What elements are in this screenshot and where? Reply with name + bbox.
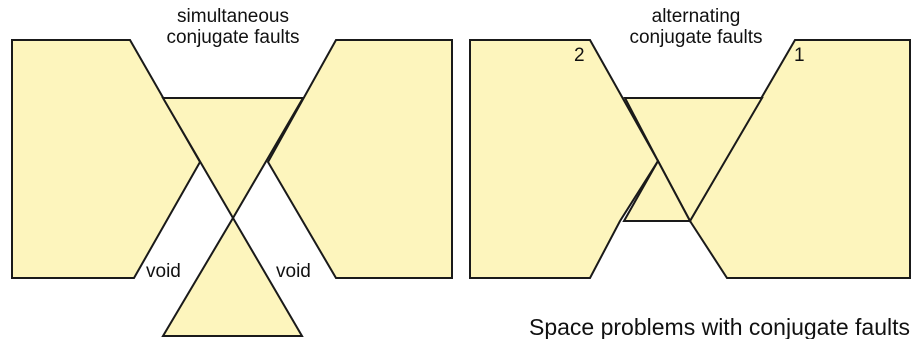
fault-2-label: 2: [574, 45, 585, 66]
alternating-title-line1: alternating: [652, 6, 741, 27]
alternating-title-line2: conjugate faults: [629, 27, 762, 48]
void-label-left: void: [146, 261, 181, 282]
void-label-right: void: [276, 261, 311, 282]
simultaneous-title-line1: simultaneous: [177, 6, 289, 27]
left-footwall-block: [12, 40, 200, 278]
simultaneous-title-line2: conjugate faults: [166, 27, 299, 48]
fault2-footwall-block: [470, 40, 658, 278]
fault-1-label: 1: [794, 45, 805, 66]
right-footwall-block: [268, 40, 452, 278]
simultaneous-panel: simultaneous conjugate faults void void: [12, 6, 452, 336]
alternating-panel: alternating conjugate faults 2 1: [470, 6, 910, 278]
figure-caption: Space problems with conjugate faults: [529, 314, 910, 339]
